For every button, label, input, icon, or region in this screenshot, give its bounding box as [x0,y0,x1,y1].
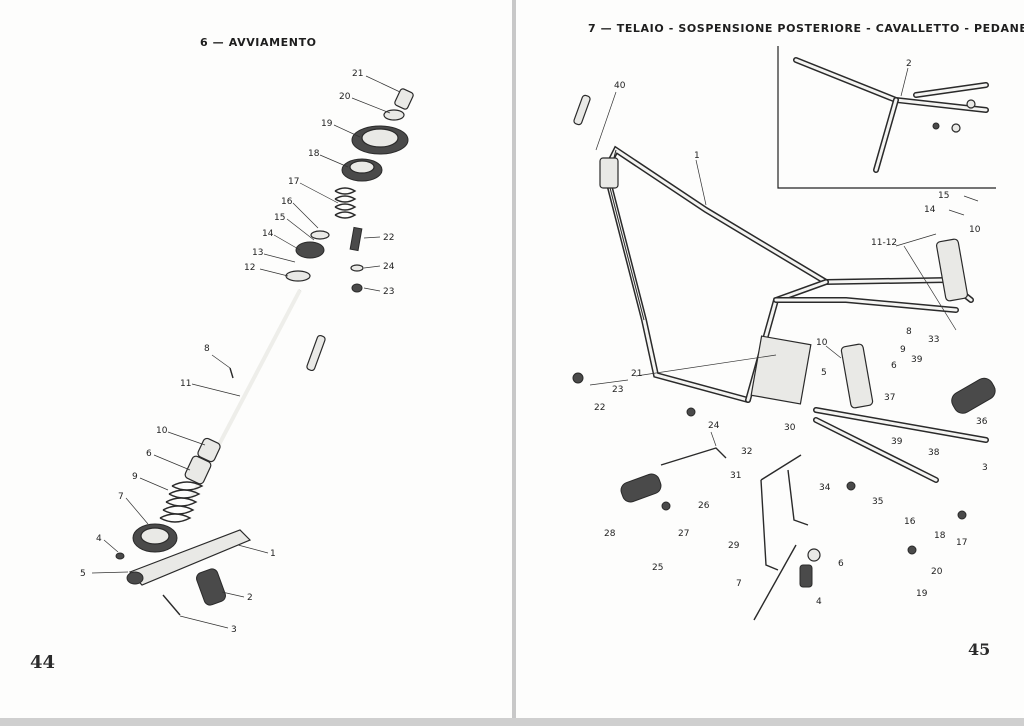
callout-11: 11 [180,379,191,389]
callout-36: 36 [976,417,988,427]
callout-2: 2 [906,59,912,69]
callout-labels: 21 20 19 18 17 16 15 14 13 12 22 24 23 8… [80,69,395,635]
callout-39: 39 [891,437,903,447]
callout-6: 6 [838,559,844,569]
callout-13: 13 [252,248,263,258]
callout-19: 19 [916,589,928,599]
callout-38: 38 [928,448,940,458]
callout-35: 35 [872,497,883,507]
callout-8: 8 [906,327,912,337]
callout-40: 40 [614,81,626,91]
callout-17: 17 [956,538,967,548]
callout-24: 24 [383,262,395,272]
callout-4: 4 [96,534,102,544]
callout-18: 18 [934,531,946,541]
kick-lever [115,529,252,616]
callout-9: 9 [900,345,906,355]
callout-16: 16 [904,517,916,527]
callout-17: 17 [288,177,299,187]
frame-exploded-diagram: 40 1 2 15 14 10 11-12 8 9 33 39 10 6 37 … [572,46,996,621]
callout-31: 31 [730,471,741,481]
callout-11-12: 11-12 [871,238,897,248]
callout-14: 14 [262,229,274,239]
callout-9: 9 [132,472,138,482]
footpegs [620,377,996,503]
callout-16: 16 [281,197,293,207]
callout-15: 15 [938,191,949,201]
detail-inset [777,46,996,189]
callout-23: 23 [383,287,394,297]
callout-2: 2 [247,593,253,603]
callout-29: 29 [728,541,740,551]
callout-24: 24 [708,421,720,431]
callout-33: 33 [928,335,939,345]
callout-4: 4 [816,597,822,607]
callout-10: 10 [156,426,168,436]
starter-exploded-diagram: 21 20 19 18 17 16 15 14 13 12 22 24 23 8… [80,69,414,635]
callout-30: 30 [784,423,796,433]
right-page: 7 — TELAIO - SOSPENSIONE POSTERIORE - CA… [516,0,1024,718]
callout-3: 3 [231,625,237,635]
callout-1: 1 [694,151,700,161]
pin-parts [229,334,326,379]
callout-20: 20 [339,92,351,102]
callout-8: 8 [204,344,210,354]
lower-parts [132,437,221,553]
page-number: 45 [968,640,991,659]
swing-arm [813,407,989,483]
callout-22: 22 [594,403,605,413]
callout-39: 39 [911,355,923,365]
callout-14: 14 [924,205,936,215]
callout-20: 20 [931,567,943,577]
callout-19: 19 [321,119,333,129]
callout-1: 1 [270,549,276,559]
callout-21: 21 [352,69,363,79]
leader-lines [589,67,979,447]
callout-7: 7 [736,579,742,589]
callout-6: 6 [146,449,152,459]
callout-18: 18 [308,149,320,159]
callout-25: 28 [604,529,616,539]
callout-12: 12 [244,263,255,273]
callout-7: 7 [118,492,124,502]
main-frame [599,145,974,405]
callout-3: 3 [982,463,988,473]
callout-27: 25 [652,563,663,573]
rear-shocks [840,238,969,409]
upper-parts [285,88,414,293]
callout-37: 37 [884,393,895,403]
callout-23: 23 [612,385,623,395]
callout-10: 10 [969,225,981,235]
small-parts [572,94,967,562]
callout-6: 6 [891,361,897,371]
callout-5: 5 [80,569,86,579]
page-gutter [512,0,516,726]
page-title: 7 — TELAIO - SOSPENSIONE POSTERIORE - CA… [588,22,1024,35]
callout-10: 10 [816,338,828,348]
callout-28: 27 [678,529,689,539]
callout-5: 5 [821,368,827,378]
center-stand [753,454,813,621]
viewer-bottom-bar [0,718,1024,726]
page-title: 6 — AVVIAMENTO [200,36,317,49]
left-page: 6 — AVVIAMENTO [0,0,512,718]
callout-22: 22 [383,233,394,243]
callout-labels: 40 1 2 15 14 10 11-12 8 9 33 39 10 6 37 … [594,59,988,607]
callout-15: 15 [274,213,285,223]
page-number: 44 [30,652,56,673]
callout-32: 32 [741,447,752,457]
callout-34: 34 [819,483,831,493]
leader-lines [91,75,401,629]
callout-26: 26 [698,501,710,511]
callout-21: 21 [631,369,642,379]
